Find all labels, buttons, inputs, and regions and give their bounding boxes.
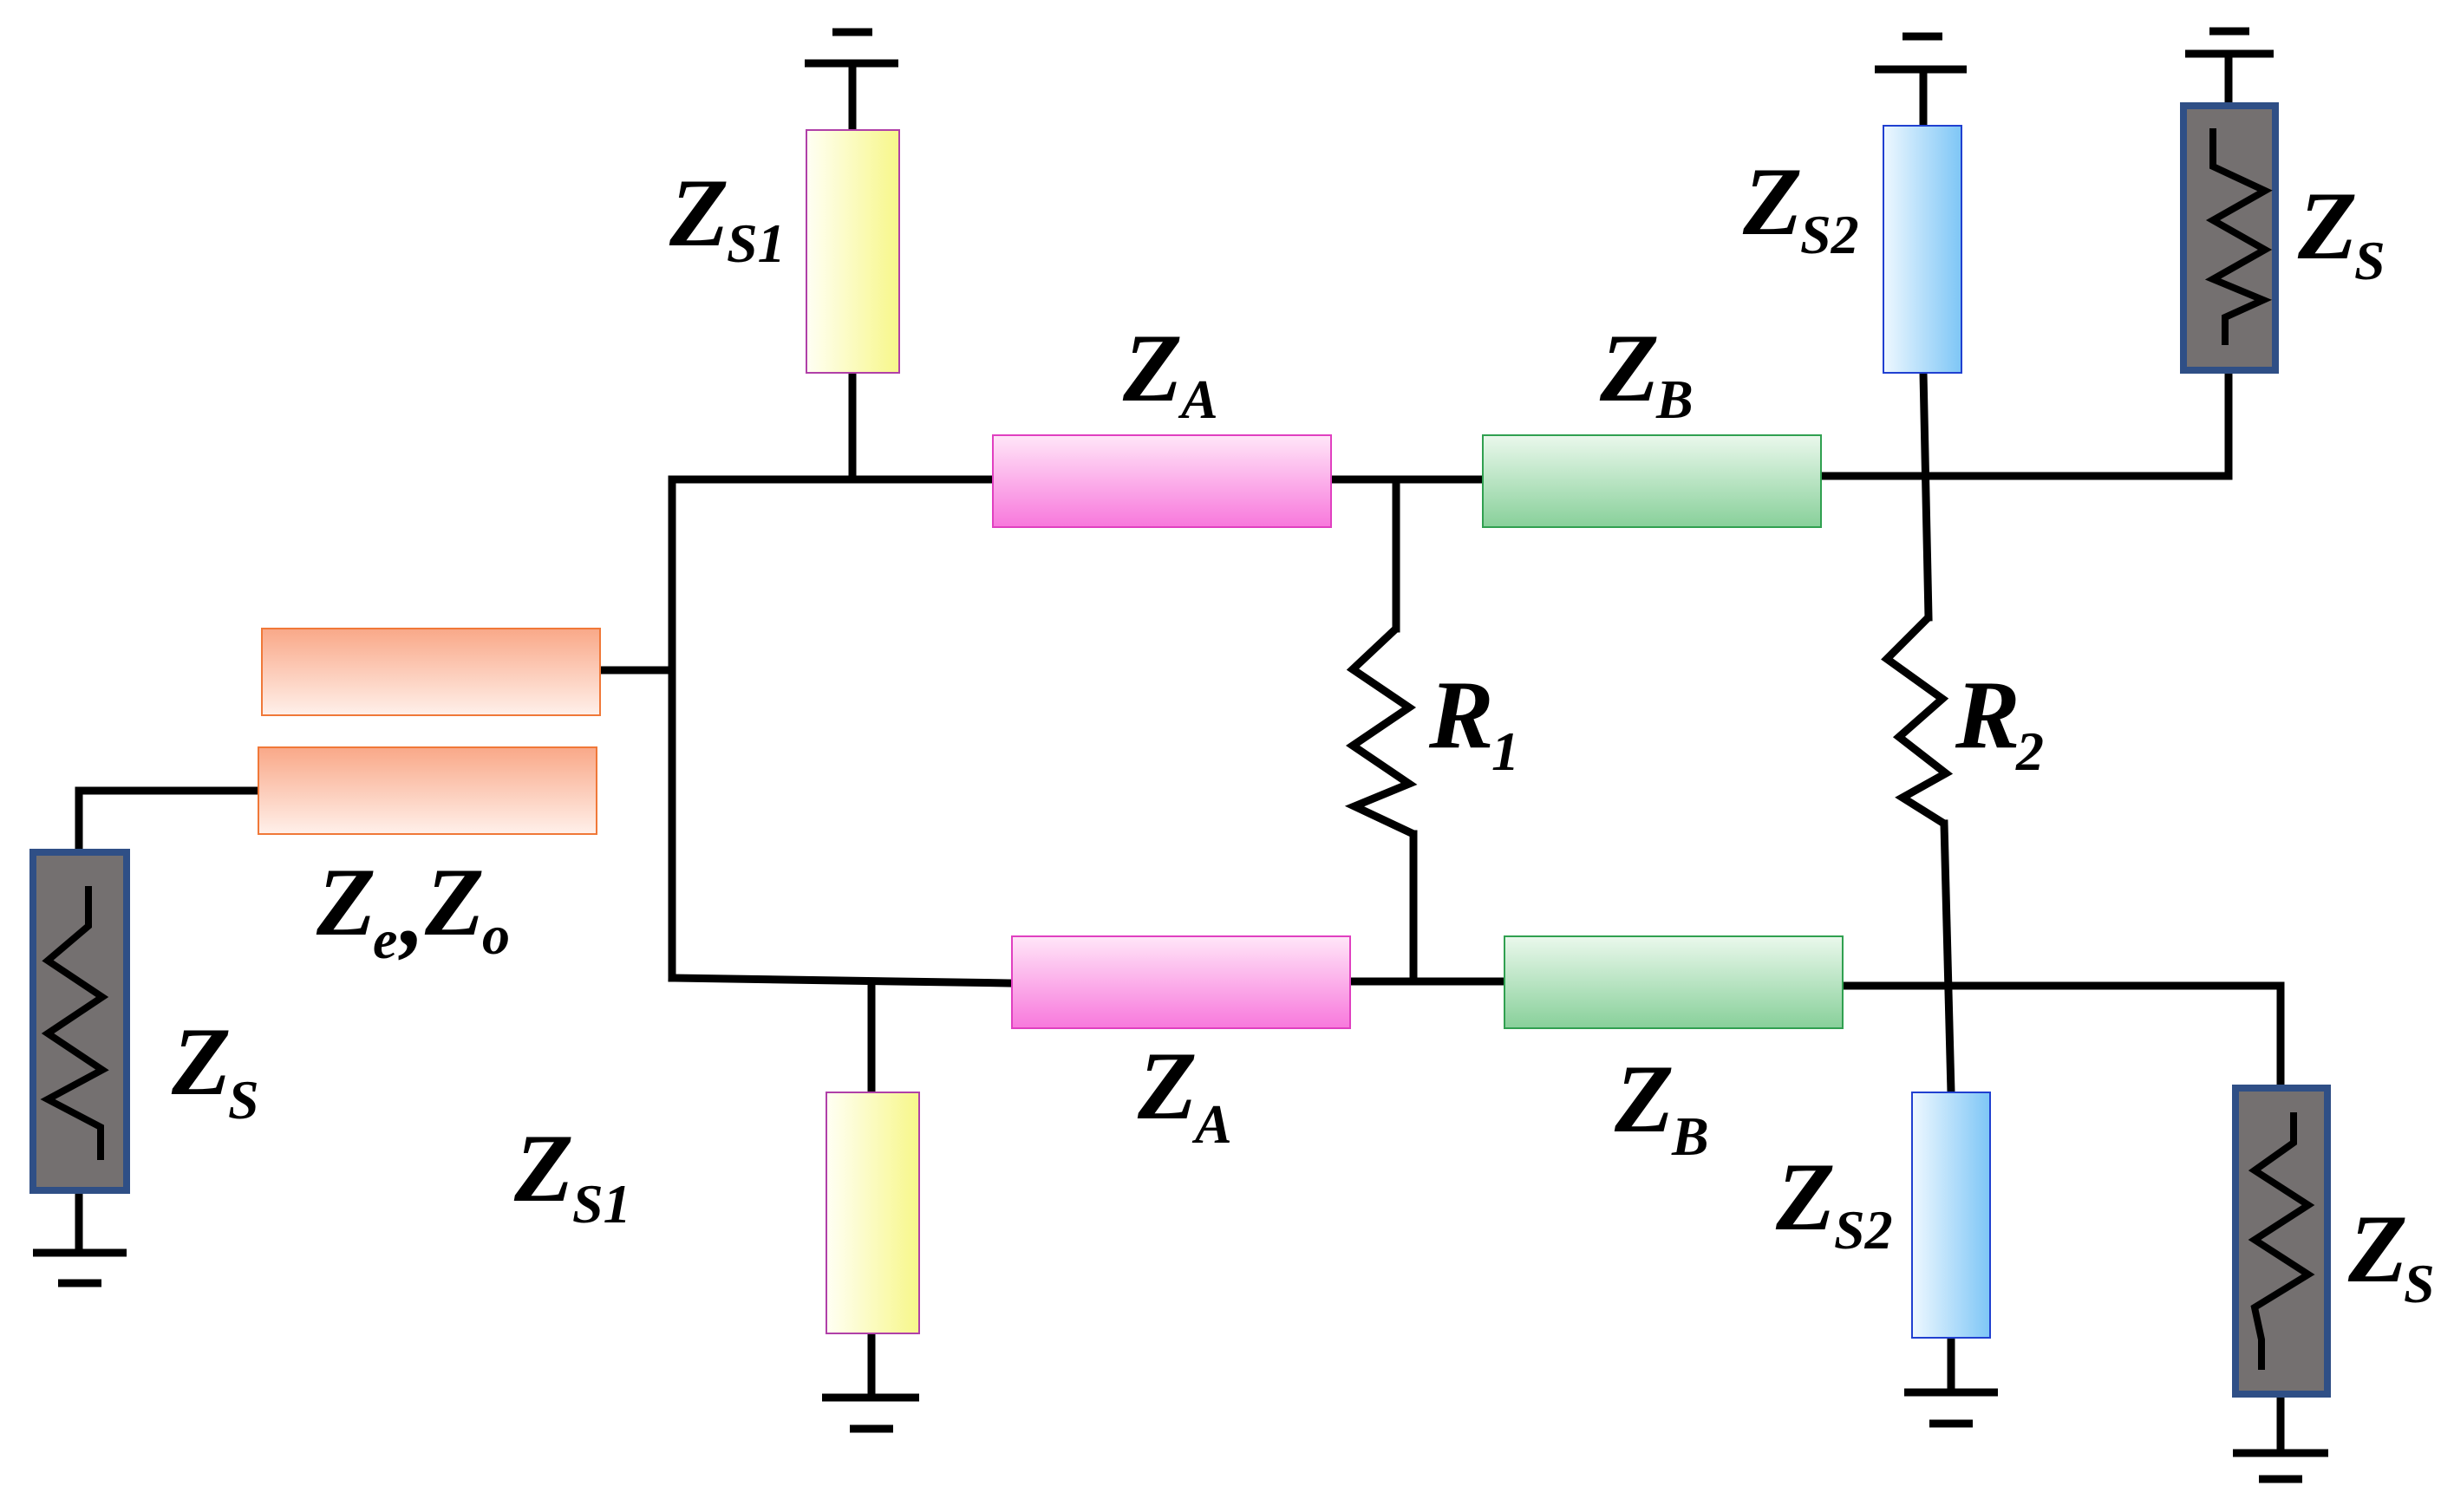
svg-text:A: A bbox=[1178, 368, 1218, 430]
svg-text:S2: S2 bbox=[1800, 204, 1859, 265]
coupled-line-top bbox=[261, 628, 601, 716]
wire-bottom-main bbox=[668, 974, 1015, 987]
label-r1: R 1 bbox=[1428, 662, 1519, 782]
label-zs2-bottom: Z S2 bbox=[1775, 1144, 1893, 1261]
label-zs-left: Z S bbox=[171, 1008, 259, 1131]
coupled-line-bottom bbox=[258, 746, 597, 835]
wire-coupled-bottom bbox=[75, 786, 263, 857]
zb-top-element bbox=[1482, 434, 1822, 528]
zs1-bottom-element bbox=[826, 1092, 920, 1334]
wire-bottom-zb-right bbox=[1836, 981, 2285, 1092]
ground-icon bbox=[2233, 1449, 2328, 1483]
svg-text:Z: Z bbox=[669, 160, 728, 267]
ground-icon bbox=[33, 1248, 127, 1287]
label-zs-top-right: Z S bbox=[2297, 173, 2385, 291]
svg-text:S1: S1 bbox=[572, 1173, 631, 1235]
zs2-top-element bbox=[1883, 125, 1962, 374]
zs-port-left bbox=[29, 849, 130, 1194]
svg-text:o: o bbox=[482, 904, 510, 966]
label-zs1-top: Z S1 bbox=[669, 160, 786, 274]
svg-text:Z: Z bbox=[1137, 1033, 1197, 1140]
wire-r2-bottom bbox=[1940, 819, 1955, 1097]
svg-text:Z: Z bbox=[316, 849, 375, 956]
zb-bottom-element bbox=[1504, 935, 1844, 1029]
label-za-bottom: Z A bbox=[1137, 1033, 1232, 1155]
r1-resistor bbox=[1344, 625, 1418, 838]
label-zb-top: Z B bbox=[1599, 315, 1694, 430]
svg-text:Z: Z bbox=[1122, 315, 1182, 422]
svg-text:Z: Z bbox=[2297, 173, 2357, 280]
svg-text:Z: Z bbox=[1742, 148, 1802, 256]
svg-text:B: B bbox=[1655, 368, 1694, 430]
zs-port-bottom-right bbox=[2232, 1085, 2331, 1398]
ground-icon bbox=[1875, 32, 1967, 74]
svg-text:Z: Z bbox=[1599, 315, 1659, 422]
svg-text:Z: Z bbox=[171, 1008, 231, 1116]
za-bottom-element bbox=[1011, 935, 1351, 1029]
zs2-bottom-element bbox=[1911, 1092, 1991, 1339]
svg-text:e: e bbox=[373, 909, 397, 970]
svg-text:S2: S2 bbox=[1834, 1199, 1893, 1261]
zs1-top-element bbox=[806, 129, 900, 374]
ground-icon bbox=[805, 28, 898, 68]
svg-text:R: R bbox=[1428, 662, 1494, 769]
svg-text:Z: Z bbox=[2347, 1196, 2407, 1303]
svg-text:2: 2 bbox=[2015, 720, 2044, 782]
svg-text:S: S bbox=[2354, 230, 2385, 291]
wires bbox=[75, 49, 2285, 1457]
svg-text:1: 1 bbox=[1491, 720, 1519, 782]
r2-resistor bbox=[1881, 614, 1954, 827]
label-zs1-bottom: Z S1 bbox=[513, 1115, 631, 1235]
svg-text:S: S bbox=[228, 1069, 259, 1131]
label-za-top: Z A bbox=[1122, 315, 1218, 430]
label-r2: R 2 bbox=[1955, 662, 2044, 782]
label-coupled-line: Z e , Z o bbox=[316, 849, 510, 970]
svg-text:S1: S1 bbox=[727, 212, 786, 274]
svg-text:A: A bbox=[1191, 1093, 1232, 1155]
svg-text:Z: Z bbox=[1614, 1046, 1674, 1153]
ground-icon bbox=[1904, 1388, 1998, 1428]
svg-text:B: B bbox=[1671, 1105, 1709, 1167]
svg-text:R: R bbox=[1955, 662, 2020, 769]
zs-port-top-right bbox=[2180, 102, 2279, 374]
svg-text:Z: Z bbox=[1775, 1144, 1835, 1251]
label-zs2-top: Z S2 bbox=[1742, 148, 1859, 265]
svg-text:Z: Z bbox=[513, 1115, 573, 1222]
wire-zs2-top bbox=[1919, 368, 1933, 622]
svg-text:S: S bbox=[2404, 1253, 2435, 1314]
svg-text:,: , bbox=[398, 859, 425, 967]
svg-text:Z: Z bbox=[424, 849, 484, 956]
label-zb-bottom: Z B bbox=[1614, 1046, 1709, 1167]
ground-icon bbox=[822, 1393, 919, 1433]
ground-icon bbox=[2185, 27, 2274, 58]
za-top-element bbox=[992, 434, 1332, 528]
wire-top-zb-right bbox=[1817, 368, 2233, 480]
label-zs-bottom-right: Z S bbox=[2347, 1196, 2435, 1314]
ground-symbols bbox=[33, 27, 2328, 1483]
